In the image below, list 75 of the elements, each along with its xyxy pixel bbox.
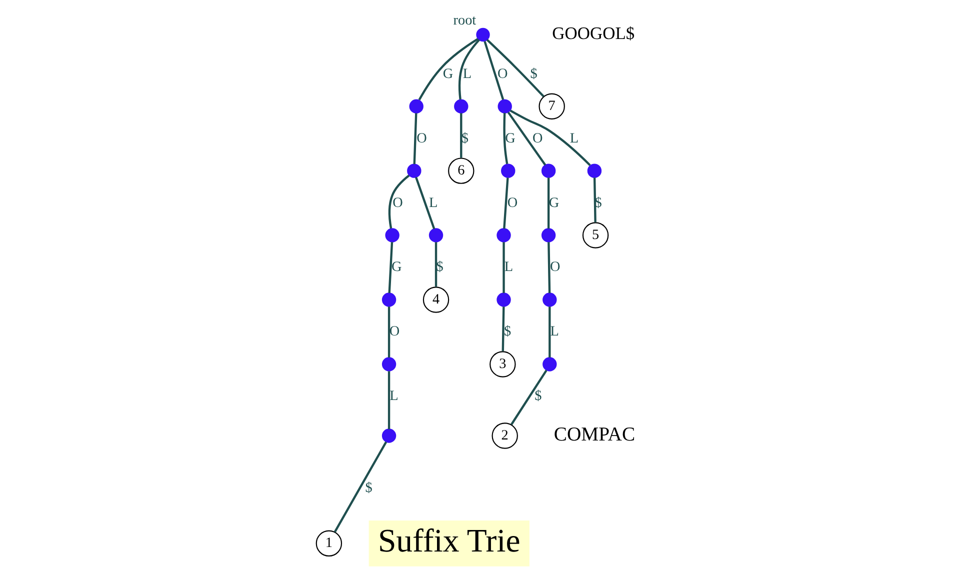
node-circle: 4 — [422, 286, 449, 313]
node-circle — [496, 228, 510, 242]
edge-label: G — [504, 130, 515, 146]
node-circle — [381, 357, 396, 372]
node-circle — [428, 228, 443, 242]
node-circle — [542, 292, 556, 307]
connector — [592, 178, 596, 222]
node-circle — [454, 99, 468, 114]
edge-label: O — [392, 194, 402, 211]
connector — [458, 39, 480, 100]
edge-label: $ — [436, 259, 443, 276]
edge-label: O — [506, 194, 518, 211]
edge-label: L — [569, 130, 578, 146]
node-circle: 1 — [315, 530, 342, 557]
connector — [546, 178, 550, 229]
edge-label: O — [416, 130, 426, 146]
connector — [486, 38, 544, 98]
connector — [387, 371, 390, 430]
edge-label: O — [549, 259, 560, 276]
edge-label: $ — [460, 130, 468, 146]
node-circle — [500, 164, 515, 178]
edge-label: $ — [534, 388, 542, 404]
connector — [509, 110, 590, 166]
edge-label: $ — [530, 66, 537, 82]
node-circle — [542, 357, 556, 372]
connector — [388, 242, 393, 294]
node-circle — [497, 99, 512, 114]
node-circle — [540, 228, 556, 242]
connector — [418, 38, 478, 100]
edge-label: G — [442, 66, 453, 82]
connector — [501, 306, 504, 352]
node-circle — [381, 428, 396, 443]
edge-label: O — [388, 324, 400, 340]
connector — [510, 370, 547, 426]
node-circle — [586, 164, 602, 178]
node-circle — [496, 292, 510, 307]
edge-label: $ — [504, 324, 511, 340]
connector — [547, 242, 550, 294]
connector — [502, 178, 508, 229]
connector — [502, 112, 508, 164]
node-box: Suffix Trie — [368, 520, 529, 566]
node-circle — [540, 164, 556, 178]
connector — [460, 113, 462, 158]
edge-label: O — [497, 66, 508, 82]
node-circle — [384, 228, 399, 242]
connector — [333, 441, 387, 533]
edge-label: L — [550, 324, 558, 340]
node-circle — [476, 28, 490, 42]
connector — [502, 242, 504, 294]
node-circle: 5 — [582, 222, 608, 248]
connector — [506, 112, 546, 166]
edge-label: $ — [364, 480, 372, 496]
node-circle: 3 — [489, 351, 516, 378]
edge-label: O — [532, 130, 542, 146]
connector — [434, 242, 437, 287]
connector — [388, 174, 410, 229]
connector — [548, 306, 550, 358]
node-label: root — [452, 12, 476, 29]
node-circle — [406, 164, 421, 178]
connector — [412, 113, 417, 164]
connector — [483, 40, 504, 100]
label: COMPAC — [553, 424, 635, 446]
node-circle: 2 — [491, 422, 518, 449]
edge-label: L — [389, 388, 398, 404]
connector — [414, 176, 435, 230]
edge-label: L — [462, 66, 471, 82]
label: GOOGOL$ — [552, 22, 634, 43]
edge-label: G — [391, 259, 402, 276]
connector — [387, 306, 390, 358]
node-circle — [381, 292, 396, 307]
node-circle: 7 — [538, 93, 564, 120]
node-circle — [408, 99, 423, 114]
edge-label: G — [548, 194, 559, 211]
edge-label: L — [428, 194, 438, 211]
node-circle: 6 — [448, 158, 474, 184]
